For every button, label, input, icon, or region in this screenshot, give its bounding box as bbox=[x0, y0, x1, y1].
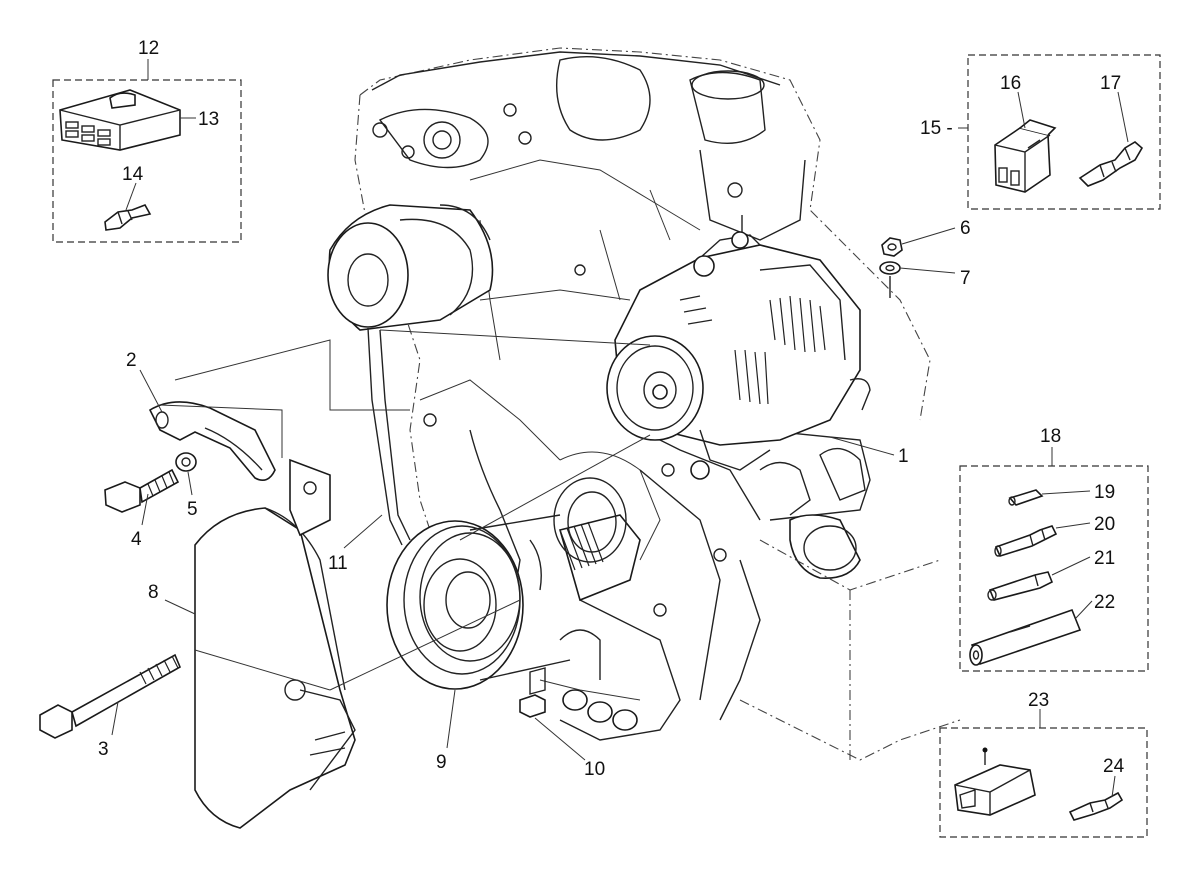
connector-16 bbox=[994, 119, 1057, 193]
callout-11: 11 bbox=[328, 553, 348, 574]
callout-24: 24 bbox=[1103, 756, 1125, 777]
key-10 bbox=[519, 667, 546, 718]
bolt-3 bbox=[39, 653, 182, 739]
terminal-20 bbox=[994, 525, 1058, 557]
terminal-14 bbox=[104, 204, 152, 231]
group-box-15 bbox=[967, 54, 1161, 210]
callout-4: 4 bbox=[131, 529, 142, 550]
v-belt bbox=[367, 327, 651, 546]
callout-10: 10 bbox=[584, 759, 605, 780]
adjusting-bracket bbox=[148, 339, 410, 481]
sleeve-22 bbox=[969, 608, 1082, 666]
callout-6: 6 bbox=[960, 218, 971, 239]
callout-9: 9 bbox=[436, 752, 447, 773]
group-box-12 bbox=[52, 79, 242, 243]
callout-17: 17 bbox=[1100, 73, 1121, 94]
terminal-21 bbox=[987, 571, 1054, 601]
washer-5 bbox=[175, 452, 197, 472]
washer-7 bbox=[879, 261, 901, 298]
callout-13: 13 bbox=[198, 109, 219, 130]
group-box-18 bbox=[959, 465, 1149, 672]
leader-lines bbox=[111, 59, 1129, 798]
callout-15: 15 - bbox=[920, 118, 953, 139]
terminal-17 bbox=[1078, 141, 1144, 187]
callout-19: 19 bbox=[1094, 482, 1115, 503]
callout-23: 23 bbox=[1028, 690, 1049, 711]
crankshaft-pulley bbox=[386, 477, 641, 690]
alternator bbox=[606, 215, 871, 480]
group-box-23 bbox=[939, 727, 1148, 838]
water-pump-pulley bbox=[327, 204, 494, 331]
connector-23 bbox=[954, 747, 1036, 816]
callout-20: 20 bbox=[1094, 514, 1115, 535]
terminal-19 bbox=[1008, 489, 1044, 506]
callout-7: 7 bbox=[960, 268, 971, 289]
callout-8: 8 bbox=[148, 582, 159, 603]
bolt-4 bbox=[104, 468, 180, 513]
callout-3: 3 bbox=[98, 739, 109, 760]
nut-6 bbox=[881, 237, 903, 257]
callout-22: 22 bbox=[1094, 592, 1115, 613]
callout-12: 12 bbox=[138, 38, 159, 59]
callout-1: 1 bbox=[898, 446, 909, 467]
callout-5: 5 bbox=[187, 499, 198, 520]
engine-block bbox=[354, 47, 961, 761]
callout-16: 16 bbox=[1000, 73, 1021, 94]
callout-labels: 1 2 3 4 5 6 7 8 9 10 11 12 13 14 15 - 16… bbox=[98, 38, 1125, 780]
callout-14: 14 bbox=[122, 164, 144, 185]
connector-13 bbox=[59, 89, 181, 151]
callout-21: 21 bbox=[1094, 548, 1115, 569]
callout-18: 18 bbox=[1040, 426, 1061, 447]
callout-2: 2 bbox=[126, 350, 137, 371]
terminal-24 bbox=[1068, 791, 1124, 821]
belt-guard bbox=[194, 458, 521, 829]
